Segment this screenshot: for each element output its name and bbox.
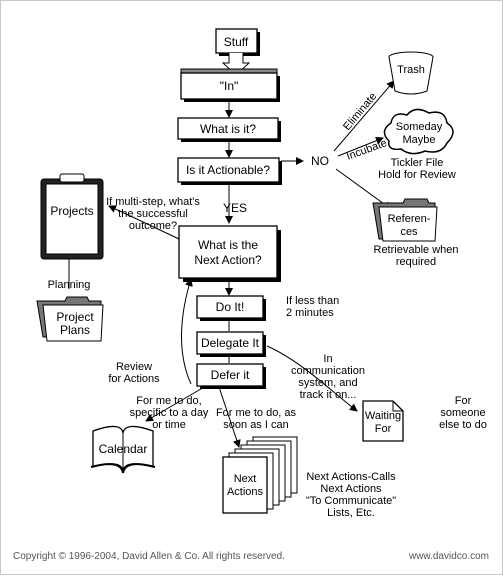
successful-label: the successful: [118, 208, 188, 220]
or-time-label: or time: [152, 419, 186, 431]
lists-label-4: Lists, Etc.: [327, 507, 375, 519]
delegate-box: Delegate It: [196, 331, 266, 357]
yes-label: YES: [223, 201, 247, 215]
arrow-to-projects: [108, 205, 180, 240]
arrow-calendar: [145, 385, 207, 422]
tickler-label: Tickler File: [391, 157, 444, 169]
arrow-references: [335, 168, 392, 210]
lists-label-1: Next Actions-Calls: [306, 471, 396, 483]
clip-icon: [59, 173, 85, 183]
do-it-box: Do It!: [196, 295, 266, 321]
what-is-it-label: What is it?: [200, 122, 256, 136]
trash-can: Trash: [388, 51, 434, 95]
do-it-label: Do It!: [216, 300, 245, 314]
next-action-label: What is the: [198, 238, 258, 252]
arrow-next-actions: [218, 386, 241, 448]
projects-clipboard: Projects: [40, 173, 104, 260]
for-someone-label: For: [455, 395, 472, 407]
for-label: For: [375, 423, 392, 435]
copyright-text: Copyright © 1996-2004, David Allen & Co.…: [13, 551, 285, 562]
hold-review-label: Hold for Review: [378, 169, 456, 181]
in-label: "In": [220, 79, 239, 93]
soon-label: soon as I can: [223, 419, 288, 431]
no-label: NO: [311, 154, 329, 168]
projects-label: Projects: [50, 204, 93, 218]
project-plans-label-2: Plans: [60, 323, 90, 337]
retrievable-label: Retrievable when: [374, 244, 459, 256]
two-minutes-label: 2 minutes: [286, 307, 334, 319]
waiting-for-doc: Waiting For: [362, 400, 404, 442]
arrow-waiting: [266, 345, 358, 412]
project-plans-label: Project: [56, 310, 94, 324]
arrow-incubate: [337, 136, 384, 157]
lists-label-2: Next Actions: [320, 483, 382, 495]
waiting-label: Waiting: [365, 410, 401, 422]
next-action-label-2: Next Action?: [194, 253, 262, 267]
what-is-it-box: What is it?: [177, 117, 281, 142]
outcome-label: outcome?: [129, 220, 177, 232]
delegate-label: Delegate It: [201, 336, 260, 350]
incubate-label: Incubate: [345, 137, 389, 163]
calendar-label: Calendar: [99, 442, 148, 456]
arrow-eliminate: [333, 80, 395, 152]
someone-label: someone: [440, 407, 485, 419]
specific-label: For me to do,: [136, 395, 201, 407]
asap-label: For me to do, as: [216, 407, 297, 419]
stuff-label: Stuff: [224, 35, 249, 49]
trash-label: Trash: [397, 64, 425, 76]
project-plans-folder: Project Plans: [36, 296, 104, 342]
someday-label: Someday: [396, 121, 443, 133]
website-text: www.davidco.com: [408, 551, 489, 562]
in-tray: "In": [180, 68, 280, 102]
calendar-book: Calendar: [90, 425, 156, 474]
references-folder: Referen- ces: [372, 198, 438, 242]
lists-label-3: "To Communicate": [306, 495, 396, 507]
in-comm-label: In: [323, 353, 332, 365]
review-label: Review: [116, 361, 152, 373]
eliminate-label: Eliminate: [341, 91, 379, 133]
else-to-do-label: else to do: [439, 419, 487, 431]
references-label: Referen-: [388, 213, 431, 225]
someday-maybe-cloud: Someday Maybe: [383, 108, 454, 155]
defer-box: Defer it: [196, 363, 266, 389]
track-label: track it on...: [300, 389, 357, 401]
less-than-label: If less than: [286, 295, 339, 307]
system-label: system, and: [298, 377, 357, 389]
communication-label: communication: [291, 365, 365, 377]
next-actions-stack: Next Actions: [222, 436, 298, 514]
multistep-label: If multi-step, what's: [106, 196, 200, 208]
next-actions-label-2: Actions: [227, 486, 264, 498]
specific-day-label: specific to a day: [130, 407, 209, 419]
defer-label: Defer it: [211, 368, 250, 382]
next-action-box: What is the Next Action?: [178, 225, 281, 282]
arrow-review: [181, 278, 193, 385]
required-label: required: [396, 256, 436, 268]
references-label-2: ces: [400, 226, 418, 238]
next-actions-label: Next: [234, 473, 257, 485]
actionable-box: Is it Actionable?: [177, 157, 282, 185]
maybe-label: Maybe: [402, 134, 435, 146]
stuff-box: Stuff: [215, 28, 260, 76]
for-actions-label: for Actions: [108, 373, 160, 385]
planning-label: Planning: [48, 279, 91, 291]
actionable-label: Is it Actionable?: [186, 163, 270, 177]
